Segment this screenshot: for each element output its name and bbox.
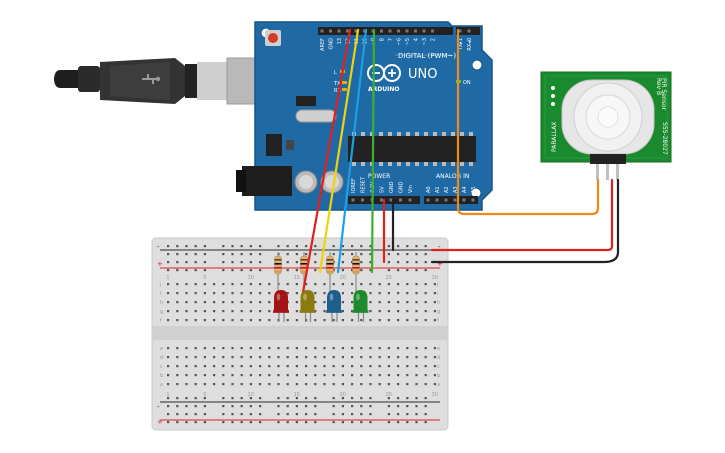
column-number: 5 (203, 392, 206, 398)
row-letter: e (437, 346, 440, 352)
row-letter: j (159, 282, 161, 288)
rail-plus-label-bottom: + (157, 418, 163, 426)
column-number: 20 (340, 275, 346, 281)
rx-label: RX (334, 88, 341, 94)
column-number: 25 (386, 392, 392, 398)
bottom-pin-label: RESET (361, 176, 367, 193)
wire-red-pin13 (300, 28, 352, 300)
bottom-pin-label: A4 (462, 186, 468, 193)
row-letter: i (437, 291, 438, 297)
bottom-pin-label: A0 (426, 186, 432, 193)
wire-orange-pin2 (456, 28, 600, 216)
bottom-pin-label: 5V (380, 186, 386, 193)
pir-sensor: PARALLAX PIR Sensor Rev B 555-28027 (540, 71, 672, 180)
row-letter: j (436, 282, 438, 288)
rail-minus-label-right: - (438, 243, 441, 251)
board-brand: ARDUINO (368, 86, 399, 93)
top-pin-label: RX◂0 (467, 38, 473, 51)
row-letter: h (437, 300, 440, 306)
wire-blue-pin11 (336, 28, 368, 274)
top-pin-label: ~5 (405, 38, 411, 45)
column-number: 30 (432, 275, 438, 281)
top-pin-label: GND (329, 38, 335, 50)
row-letter: f (160, 318, 162, 324)
row-letter: b (160, 373, 163, 379)
top-pin-label: 4 (414, 38, 420, 41)
tx-label: TX (333, 81, 341, 87)
row-letter: h (160, 300, 163, 306)
column-number: 30 (432, 392, 438, 398)
digital-header-label: DIGITAL (PWM~) (398, 52, 456, 60)
rail-minus-label-top: - (157, 243, 160, 251)
leds (273, 290, 369, 322)
column-number: 20 (340, 392, 346, 398)
l-led-label: L (334, 70, 337, 76)
row-letter: g (437, 309, 440, 315)
rail-minus-label-bottom: - (157, 403, 160, 411)
bottom-pin-label: GND (399, 181, 405, 193)
top-pin-label: ~6 (397, 38, 403, 45)
wire-green-pin10 (370, 28, 376, 274)
row-letter: a (160, 382, 163, 388)
reset-button[interactable] (265, 30, 281, 46)
top-pin-label: AREF (320, 38, 326, 51)
blue-led (326, 290, 342, 322)
board-name: UNO (408, 67, 437, 82)
red-led (273, 290, 289, 322)
row-letter: c (437, 364, 440, 370)
top-pin-label: 13 (337, 38, 343, 44)
column-number: 15 (294, 392, 300, 398)
column-number: 25 (386, 275, 392, 281)
row-letter: b (437, 373, 440, 379)
arduino-logo-icon (367, 64, 401, 82)
bottom-pin-label: GND (389, 181, 395, 193)
pir-right-label-2: Rev B (655, 78, 662, 95)
analog-header-label: ANALOG IN (436, 173, 469, 180)
bottom-pin-label: A5 (471, 186, 477, 193)
bottom-pin-label: A1 (435, 186, 441, 193)
column-number: 15 (294, 275, 300, 281)
row-letter: g (160, 309, 163, 315)
row-letter: d (437, 355, 440, 361)
rail-plus-label-right: + (437, 260, 443, 268)
top-pin-label: 7 (388, 38, 394, 41)
row-letter: i (160, 291, 161, 297)
row-letter: a (437, 382, 440, 388)
green-led (352, 290, 369, 322)
power-header-label: POWER (368, 173, 390, 180)
on-led-label: ON (463, 80, 471, 86)
usb-cable (54, 57, 264, 105)
bottom-pin-label: A2 (444, 186, 450, 193)
column-number: 10 (248, 275, 254, 281)
pir-lens-icon (561, 79, 655, 155)
rail-plus-label-top: + (157, 260, 163, 268)
wires (300, 28, 620, 300)
wire-red-vcc (430, 178, 614, 252)
top-pin-label: TX▸1 (458, 38, 464, 51)
pir-right-label-1: PIR Sensor (660, 78, 667, 111)
usb-icon (142, 74, 161, 84)
column-number: 1 (166, 275, 169, 281)
pir-right-label-3: 555-28027 (661, 122, 668, 155)
wire-yellow-pin12 (318, 28, 360, 274)
row-letter: c (160, 364, 163, 370)
bottom-pin-label: Vin (408, 185, 414, 193)
top-pin-label: 8 (380, 38, 386, 41)
top-pin-label: 2 (431, 38, 437, 41)
row-letter: e (160, 346, 163, 352)
row-letter: d (160, 355, 163, 361)
column-number: 10 (248, 392, 254, 398)
wire-black-gnd-pir (430, 178, 620, 264)
bottom-pin-label: A3 (453, 186, 459, 193)
row-letter: f (437, 318, 439, 324)
column-number: 1 (166, 392, 169, 398)
yellow-led (299, 290, 316, 322)
column-number: 5 (203, 275, 206, 281)
top-pin-label: ~3 (422, 38, 428, 45)
bottom-pin-label: IOREF (351, 178, 357, 193)
pir-left-label: PARALLAX (551, 122, 558, 152)
